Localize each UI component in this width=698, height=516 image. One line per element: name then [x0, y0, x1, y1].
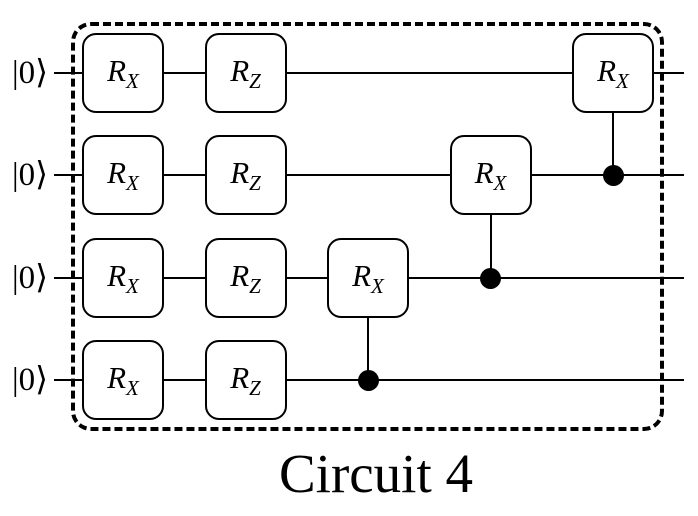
qubit-state-label: |0⟩ [12, 361, 48, 398]
gate-label-subscript: Z [249, 273, 261, 298]
gate-label: RZ [230, 260, 261, 297]
gate-label: RZ [230, 55, 261, 92]
gate-label-base: R [474, 154, 494, 190]
gate-label-base: R [107, 154, 127, 190]
qubit-wire [54, 72, 684, 74]
gate-rx: RX [82, 340, 164, 420]
gate-label-base: R [597, 52, 617, 88]
gate-label-base: R [230, 257, 250, 293]
gate-label-subscript: X [371, 273, 384, 298]
control-dot [602, 164, 624, 186]
gate-label-subscript: X [126, 170, 139, 195]
gate-rx: RX [82, 33, 164, 113]
gate-label: RX [107, 260, 139, 297]
qubit-state-label: |0⟩ [12, 54, 48, 91]
gate-label: RZ [230, 157, 261, 194]
qubit-state-label: |0⟩ [12, 156, 48, 193]
gate-rx: RX [327, 238, 409, 318]
gate-label-base: R [230, 154, 250, 190]
control-dot [357, 369, 379, 391]
gate-rx: RX [449, 135, 532, 215]
gate-label-subscript: X [126, 273, 139, 298]
gate-label-base: R [107, 257, 127, 293]
qubit-wire [54, 174, 684, 176]
gate-rz: RZ [204, 238, 287, 318]
control-line [612, 113, 614, 175]
control-line [489, 215, 492, 278]
gate-rz: RZ [204, 33, 287, 113]
control-dot [480, 267, 501, 289]
gate-label: RX [597, 55, 629, 92]
gate-label: RZ [230, 362, 261, 399]
gate-label: RX [107, 157, 139, 194]
gate-label-base: R [352, 257, 372, 293]
gate-rz: RZ [204, 135, 287, 215]
gate-label-base: R [230, 52, 250, 88]
gate-label-subscript: Z [249, 68, 261, 93]
gate-label-base: R [107, 52, 127, 88]
gate-label: RX [352, 260, 384, 297]
gate-rx: RX [572, 33, 654, 113]
gate-label-subscript: X [616, 68, 629, 93]
gate-label-subscript: X [493, 170, 507, 195]
gate-label-base: R [230, 359, 250, 395]
qubit-state-label: |0⟩ [12, 259, 48, 296]
circuit-caption: Circuit 4 [278, 443, 474, 504]
gate-rz: RZ [204, 340, 287, 420]
gate-label: RX [107, 55, 139, 92]
gate-label-subscript: Z [249, 170, 261, 195]
gate-label-subscript: Z [249, 375, 261, 400]
gate-label: RX [107, 362, 139, 399]
gate-label-subscript: X [126, 375, 139, 400]
gate-rx: RX [82, 238, 164, 318]
control-line [367, 318, 369, 380]
gate-label-subscript: X [126, 68, 139, 93]
circuit-dashed-border [71, 22, 664, 431]
gate-label: RX [475, 157, 507, 194]
gate-rx: RX [82, 135, 164, 215]
gate-label-base: R [107, 359, 127, 395]
